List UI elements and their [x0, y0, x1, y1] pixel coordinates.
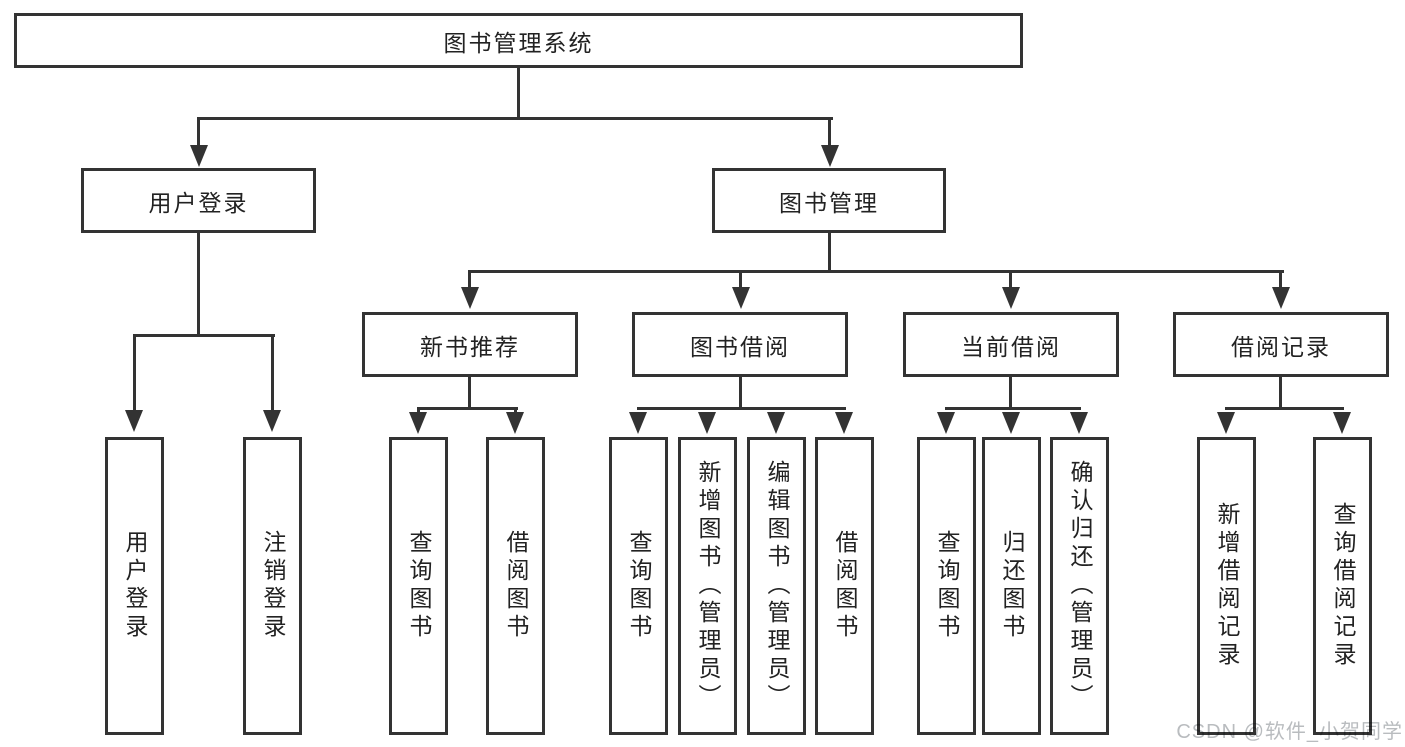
connector-line: [739, 270, 742, 289]
arrowhead-down-icon: [1002, 412, 1020, 434]
connector-line: [1009, 270, 1012, 289]
leaf-add-borrow-record: 新增借阅记录: [1197, 437, 1256, 735]
leaf-borrow-books-2-label: 借阅图书: [832, 530, 858, 642]
leaf-query-books-1: 查询图书: [389, 437, 448, 735]
connector-line: [133, 334, 136, 410]
arrowhead-down-icon: [461, 287, 479, 309]
arrowhead-down-icon: [732, 287, 750, 309]
arrowhead-down-icon: [835, 412, 853, 434]
connector-line: [517, 68, 520, 120]
connector-line: [133, 334, 275, 337]
leaf-user-login: 用户登录: [105, 437, 164, 735]
connector-line: [1225, 407, 1344, 410]
leaf-query-books-3-label: 查询图书: [934, 530, 960, 642]
leaf-add-borrow-record-label: 新增借阅记录: [1214, 502, 1240, 670]
node-current-borrowing-label: 当前借阅: [961, 333, 1061, 360]
node-library-system: 图书管理系统: [14, 13, 1023, 68]
arrowhead-down-icon: [698, 412, 716, 434]
leaf-add-books-admin-label: 新增图书（管理员）: [695, 460, 721, 712]
leaf-query-borrow-record-label: 查询借阅记录: [1330, 502, 1356, 670]
arrowhead-down-icon: [263, 410, 281, 432]
leaf-query-borrow-record: 查询借阅记录: [1313, 437, 1372, 735]
node-library-system-label: 图书管理系统: [443, 29, 594, 56]
node-book-management-label: 图书管理: [779, 189, 879, 216]
connector-line: [514, 407, 517, 415]
arrowhead-down-icon: [1272, 287, 1290, 309]
leaf-query-books-2: 查询图书: [609, 437, 668, 735]
arrowhead-down-icon: [629, 412, 647, 434]
connector-line: [1279, 377, 1282, 410]
leaf-borrow-books-2: 借阅图书: [815, 437, 874, 735]
connector-line: [271, 334, 274, 410]
connector-line: [1279, 270, 1282, 289]
leaf-confirm-return-admin: 确认归还（管理员）: [1050, 437, 1109, 735]
leaf-query-books-2-label: 查询图书: [626, 530, 652, 642]
connector-line: [468, 270, 471, 289]
connector-line: [468, 270, 1284, 273]
leaf-query-books-1-label: 查询图书: [406, 530, 432, 642]
node-new-book-recommend: 新书推荐: [362, 312, 578, 377]
node-book-borrowing-label: 图书借阅: [690, 333, 790, 360]
node-user-login-label: 用户登录: [148, 189, 249, 216]
connector-line: [468, 377, 471, 410]
leaf-edit-books-admin-label: 编辑图书（管理员）: [764, 460, 790, 712]
node-new-book-recommend-label: 新书推荐: [420, 333, 520, 360]
connector-line: [197, 117, 200, 147]
arrowhead-down-icon: [1217, 412, 1235, 434]
leaf-logout-label: 注销登录: [260, 530, 286, 642]
arrowhead-down-icon: [821, 145, 839, 167]
connector-line: [828, 233, 831, 273]
node-borrowing-records-label: 借阅记录: [1231, 333, 1331, 360]
leaf-return-books-label: 归还图书: [999, 530, 1025, 642]
leaf-borrow-books-1-label: 借阅图书: [503, 530, 529, 642]
arrowhead-down-icon: [937, 412, 955, 434]
leaf-borrow-books-1: 借阅图书: [486, 437, 545, 735]
arrowhead-down-icon: [506, 412, 524, 434]
leaf-confirm-return-admin-label: 确认归还（管理员）: [1067, 460, 1093, 712]
node-book-borrowing: 图书借阅: [632, 312, 848, 377]
arrowhead-down-icon: [409, 412, 427, 434]
connector-line: [417, 407, 420, 415]
arrowhead-down-icon: [125, 410, 143, 432]
node-book-management: 图书管理: [712, 168, 946, 233]
csdn-watermark: CSDN @软件_小贺同学: [1176, 721, 1403, 743]
connector-line: [945, 407, 1081, 410]
arrowhead-down-icon: [1070, 412, 1088, 434]
arrowhead-down-icon: [1333, 412, 1351, 434]
leaf-return-books: 归还图书: [982, 437, 1041, 735]
arrowhead-down-icon: [1002, 287, 1020, 309]
connector-line: [739, 377, 742, 410]
connector-line: [197, 117, 833, 120]
connector-line: [828, 117, 831, 147]
leaf-user-login-label: 用户登录: [122, 530, 148, 642]
connector-line: [417, 407, 518, 410]
leaf-logout: 注销登录: [243, 437, 302, 735]
node-current-borrowing: 当前借阅: [903, 312, 1119, 377]
connector-line: [1009, 377, 1012, 410]
leaf-query-books-3: 查询图书: [917, 437, 976, 735]
leaf-edit-books-admin: 编辑图书（管理员）: [747, 437, 806, 735]
connector-line: [637, 407, 846, 410]
node-user-login: 用户登录: [81, 168, 316, 233]
leaf-add-books-admin: 新增图书（管理员）: [678, 437, 737, 735]
arrowhead-down-icon: [767, 412, 785, 434]
node-borrowing-records: 借阅记录: [1173, 312, 1389, 377]
arrowhead-down-icon: [190, 145, 208, 167]
connector-line: [197, 233, 200, 337]
